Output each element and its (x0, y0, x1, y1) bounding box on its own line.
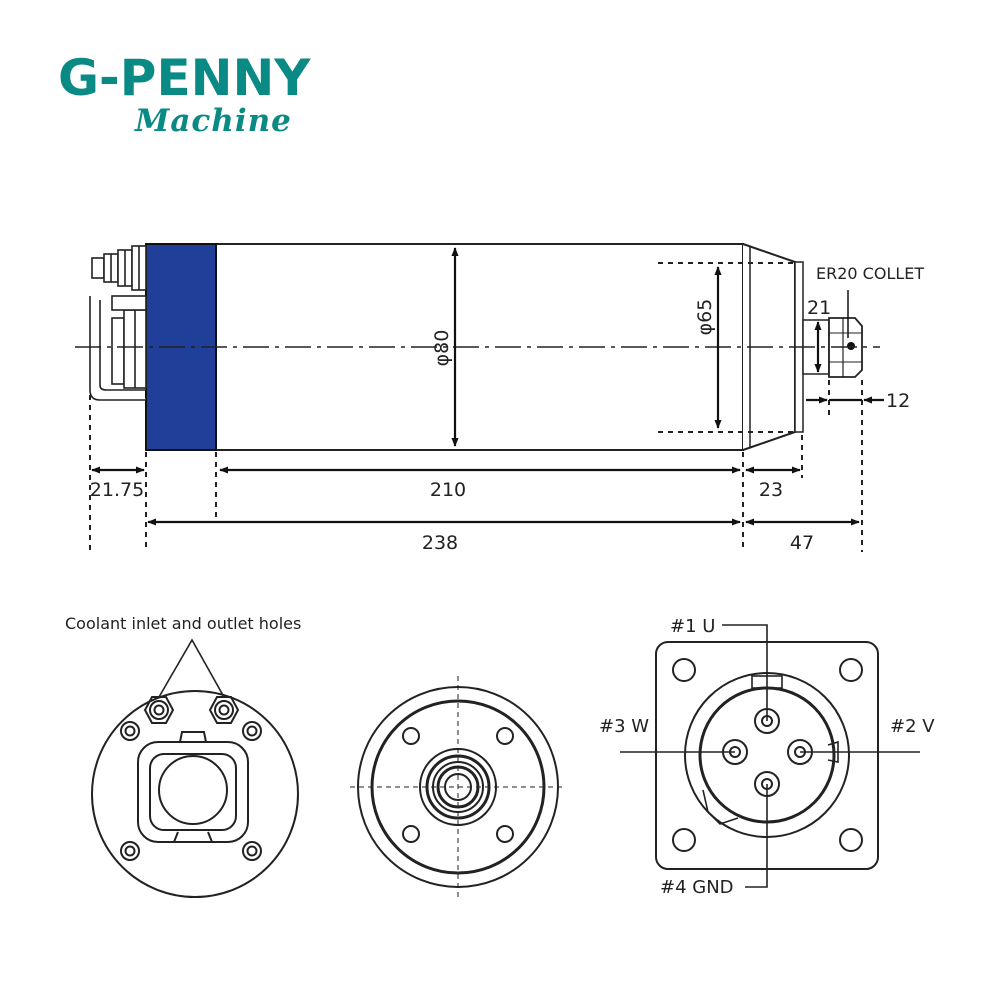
front-bolt-holes (402, 727, 514, 843)
spindle-side-view (75, 243, 880, 451)
coolant-label: Coolant inlet and outlet holes (65, 614, 301, 633)
dim-nose-diameter: φ65 (694, 299, 716, 336)
dim-nose-length: 23 (759, 479, 783, 501)
connector-view (620, 624, 920, 888)
coolant-fitting (89, 295, 147, 401)
dim-total-length: 238 (422, 532, 458, 554)
brand-logo: G-PENNY Machine (58, 49, 311, 139)
brand-tagline: Machine (134, 103, 292, 139)
rear-cable-socket (137, 741, 249, 843)
coolant-fitting-holes (143, 696, 240, 724)
pin-u-label: #1 U (670, 616, 715, 637)
dim-collet-offset: 12 (886, 390, 910, 412)
front-collet-rings (419, 748, 497, 826)
rear-flange (91, 690, 299, 898)
brand-name: G-PENNY (58, 49, 311, 107)
connector-pins (722, 708, 813, 797)
dim-front-length: 47 (790, 532, 814, 554)
dim-body-diameter: φ80 (431, 330, 453, 367)
dim-body-length: 210 (430, 479, 466, 501)
spindle-front-view (350, 676, 565, 898)
dim-rear-cable: 21.75 (90, 479, 144, 501)
pin-w-label: #3 W (599, 716, 649, 737)
front-flange-outer (357, 686, 559, 888)
extension-lines (89, 262, 863, 552)
connector-mount-holes (672, 658, 863, 852)
pin-gnd-label: #4 GND (660, 877, 734, 898)
dimension-arrows (91, 247, 884, 526)
front-flange-inner (370, 699, 546, 875)
cable-gland (91, 245, 147, 291)
dim-collet-nut: 21 (807, 297, 831, 319)
rear-bolt-holes (120, 721, 262, 861)
spindle-rear-view (91, 638, 299, 898)
pin-v-label: #2 V (890, 716, 935, 737)
pin-leader-lines (620, 624, 920, 888)
collet-label: ER20 COLLET (816, 264, 924, 283)
